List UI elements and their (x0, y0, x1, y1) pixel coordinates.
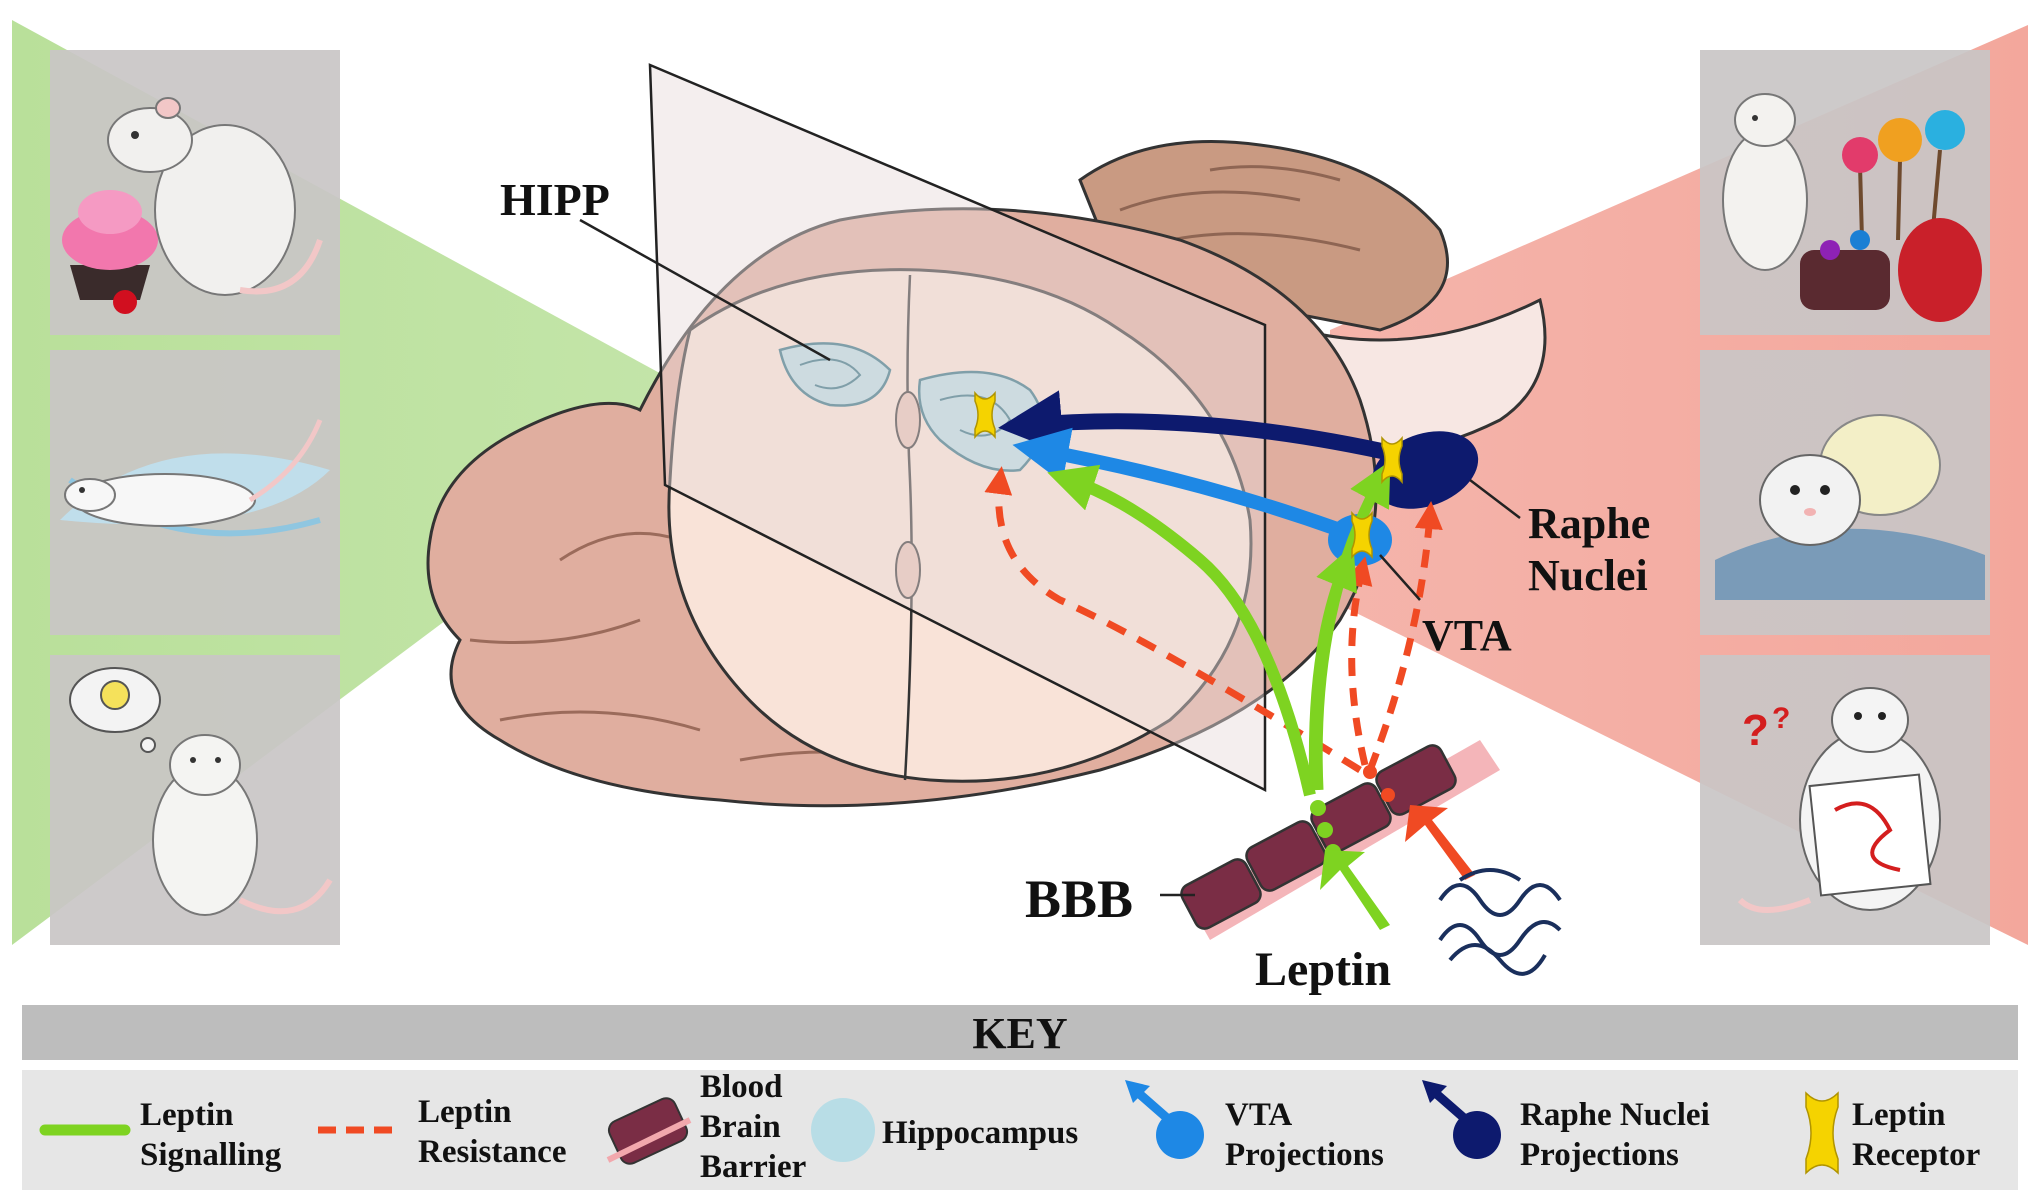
key-leptin-resistance-l2: Resistance (418, 1134, 566, 1170)
vta-projection-arrow (1012, 427, 1343, 537)
key-leptin-signalling-l1: Leptin (140, 1097, 234, 1133)
raphe-projection-icon (1422, 1080, 1501, 1159)
key-raphe-projections-l1: Raphe Nuclei (1520, 1097, 1710, 1133)
key-leptin-signalling-l2: Signalling (140, 1137, 282, 1173)
leptin-entry-green-arrow (1320, 850, 1390, 930)
key-raphe-projections-l2: Projections (1520, 1137, 1679, 1173)
rat-eating-cupcake-illustration (62, 97, 323, 314)
rat-confused-maze-illustration: ? ? (1737, 687, 1941, 913)
rat-in-water-illustration (1715, 414, 1985, 600)
svg-text:?: ? (1742, 706, 1769, 755)
svg-text:?: ? (1772, 702, 1790, 735)
key-section: KEY Leptin Signalling Leptin Resistance … (22, 1005, 2018, 1190)
hippocampus-left (778, 342, 892, 407)
vta-projection-icon (1125, 1080, 1204, 1159)
key-bbb-l2: Brain (700, 1109, 781, 1145)
brain-illustration (426, 63, 1547, 808)
leptin-molecule-icon (1438, 868, 1562, 976)
raphe-pointer-line (1469, 479, 1521, 519)
hipp-pointer-line (579, 218, 831, 362)
bbb-cells-icon (606, 1097, 692, 1165)
rat-lightbulb-idea-illustration (69, 667, 333, 916)
key-title-bar (22, 1005, 2018, 1060)
key-title: KEY (972, 1009, 1067, 1058)
leptin-receptor-icon (1805, 1091, 1839, 1175)
vta-pointer-line (1379, 554, 1421, 601)
rat-swimming-illustration (60, 419, 330, 537)
key-leptin-resistance-l1: Leptin (418, 1094, 512, 1130)
vta-label: VTA (1422, 611, 1512, 660)
key-vta-projections-l1: VTA (1225, 1097, 1292, 1133)
leptin-entry-red-arrow (1405, 805, 1475, 880)
raphe-label-line1: Raphe (1528, 499, 1650, 548)
coronal-section-plane (648, 63, 1267, 793)
bbb-label: BBB (1025, 869, 1133, 929)
key-leptin-receptor-l1: Leptin (1852, 1097, 1946, 1133)
key-vta-projections-l2: Projections (1225, 1137, 1384, 1173)
left-panels (50, 50, 340, 945)
rat-with-sweets-illustration (1722, 93, 1982, 322)
leptin-receptor-raphe (1381, 435, 1403, 485)
leptin-receptor-hipp (974, 390, 996, 440)
hippocampus-circle-icon (811, 1098, 875, 1162)
leptin-receptor-vta (1351, 510, 1373, 560)
leptin-resistance-to-vta (1345, 556, 1373, 766)
leptin-signalling-to-raphe (1311, 460, 1391, 791)
leptin-resistance-to-raphe (1366, 501, 1443, 772)
leptin-signalling-to-hipp (1047, 464, 1316, 797)
key-hippocampus: Hippocampus (882, 1115, 1078, 1151)
hipp-label: HIPP (500, 174, 610, 225)
raphe-label-line2: Nuclei (1528, 551, 1648, 600)
leptin-resistance-to-hipp (984, 466, 1362, 773)
leptin-label: Leptin (1255, 943, 1391, 996)
key-bbb-l3: Barrier (700, 1149, 806, 1185)
raphe-projection-arrow (998, 390, 1402, 463)
key-bbb-l1: Blood (700, 1069, 783, 1105)
right-panels: ? ? (1700, 50, 1990, 945)
key-leptin-receptor-l2: Receptor (1852, 1137, 1980, 1173)
